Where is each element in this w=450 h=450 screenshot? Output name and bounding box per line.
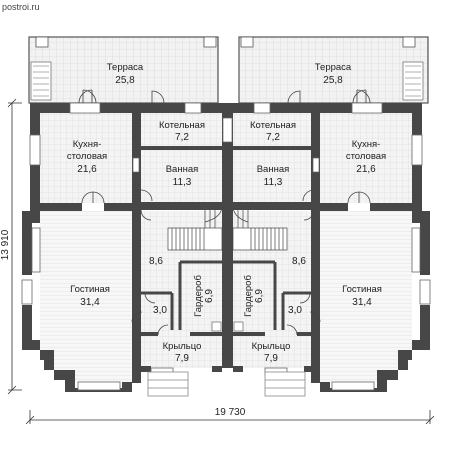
- svg-text:Крыльцо: Крыльцо: [163, 341, 202, 352]
- label-porch-left: Крыльцо 7,9: [163, 341, 202, 364]
- label-terrace-left: Терраса 25,8: [107, 62, 144, 86]
- svg-text:21,6: 21,6: [77, 164, 97, 175]
- svg-text:8,6: 8,6: [149, 256, 163, 267]
- terrace-right: [238, 36, 429, 104]
- doors: [78, 89, 371, 336]
- svg-text:3,0: 3,0: [153, 305, 167, 316]
- svg-text:3,0: 3,0: [288, 305, 302, 316]
- svg-text:8,6: 8,6: [292, 256, 306, 267]
- svg-text:21,6: 21,6: [356, 164, 376, 175]
- label-wc-left: 3,0: [153, 305, 167, 316]
- porch-steps: [147, 371, 306, 397]
- svg-text:Ванная: Ванная: [257, 164, 290, 175]
- label-wc-right: 3,0: [288, 305, 302, 316]
- svg-text:Ванная: Ванная: [166, 164, 199, 175]
- svg-text:25,8: 25,8: [115, 75, 135, 86]
- svg-text:7,9: 7,9: [264, 353, 278, 364]
- svg-text:Котельная: Котельная: [250, 120, 296, 131]
- dimension-width: [25, 410, 435, 425]
- svg-text:столовая: столовая: [67, 151, 107, 162]
- svg-text:Терраса: Терраса: [315, 62, 352, 73]
- house-floors: [40, 113, 412, 382]
- watermark: postroi.ru: [2, 2, 40, 12]
- svg-text:Гардероб: Гардероб: [243, 275, 254, 317]
- label-boiler-left: Котельная 7,2: [159, 120, 205, 143]
- label-kitchen-right: Кухня- столовая 21,6: [346, 139, 386, 175]
- svg-text:Котельная: Котельная: [159, 120, 205, 131]
- svg-text:Кухня-: Кухня-: [352, 139, 381, 150]
- label-bath-left: Ванная 11,3: [166, 164, 199, 188]
- fixtures: [132, 117, 320, 332]
- svg-text:Гостиная: Гостиная: [342, 284, 382, 295]
- svg-text:Гостиная: Гостиная: [70, 284, 110, 295]
- svg-text:7,2: 7,2: [266, 132, 280, 143]
- label-bath-right: Ванная 11,3: [257, 164, 290, 188]
- svg-text:11,3: 11,3: [264, 177, 283, 188]
- svg-text:11,3: 11,3: [173, 177, 192, 188]
- label-hall-left: 8,6: [149, 256, 163, 267]
- label-wardrobe-left: Гардероб 6,9: [193, 275, 215, 317]
- label-living-right: Гостиная 31,4: [342, 284, 382, 308]
- partitions: [141, 260, 314, 330]
- label-hall-right: 8,6: [292, 256, 306, 267]
- svg-text:Кухня-: Кухня-: [73, 139, 102, 150]
- svg-text:25,8: 25,8: [323, 75, 343, 86]
- svg-text:6,9: 6,9: [204, 289, 215, 303]
- label-boiler-right: Котельная 7,2: [250, 120, 296, 143]
- label-kitchen-left: Кухня- столовая 21,6: [67, 139, 107, 175]
- stairs-right: [232, 207, 288, 251]
- dimension-height: [7, 98, 22, 395]
- label-porch-right: Крыльцо 7,9: [252, 341, 291, 364]
- label-terrace-right: Терраса 25,8: [315, 62, 352, 86]
- label-wardrobe-right: Гардероб 6,9: [243, 275, 265, 317]
- dimension-height-label: 13 910: [0, 229, 11, 260]
- svg-text:7,2: 7,2: [175, 132, 189, 143]
- stairs-left: [167, 207, 223, 251]
- svg-text:31,4: 31,4: [352, 297, 372, 308]
- svg-text:столовая: столовая: [346, 151, 386, 162]
- terrace-left: [28, 36, 219, 104]
- svg-text:7,9: 7,9: [175, 353, 189, 364]
- dimension-width-label: 19 730: [215, 407, 246, 418]
- svg-text:Гардероб: Гардероб: [193, 275, 204, 317]
- label-living-left: Гостиная 31,4: [70, 284, 110, 308]
- svg-text:Крыльцо: Крыльцо: [252, 341, 291, 352]
- svg-text:Терраса: Терраса: [107, 62, 144, 73]
- svg-text:6,9: 6,9: [254, 289, 265, 303]
- svg-text:31,4: 31,4: [80, 297, 100, 308]
